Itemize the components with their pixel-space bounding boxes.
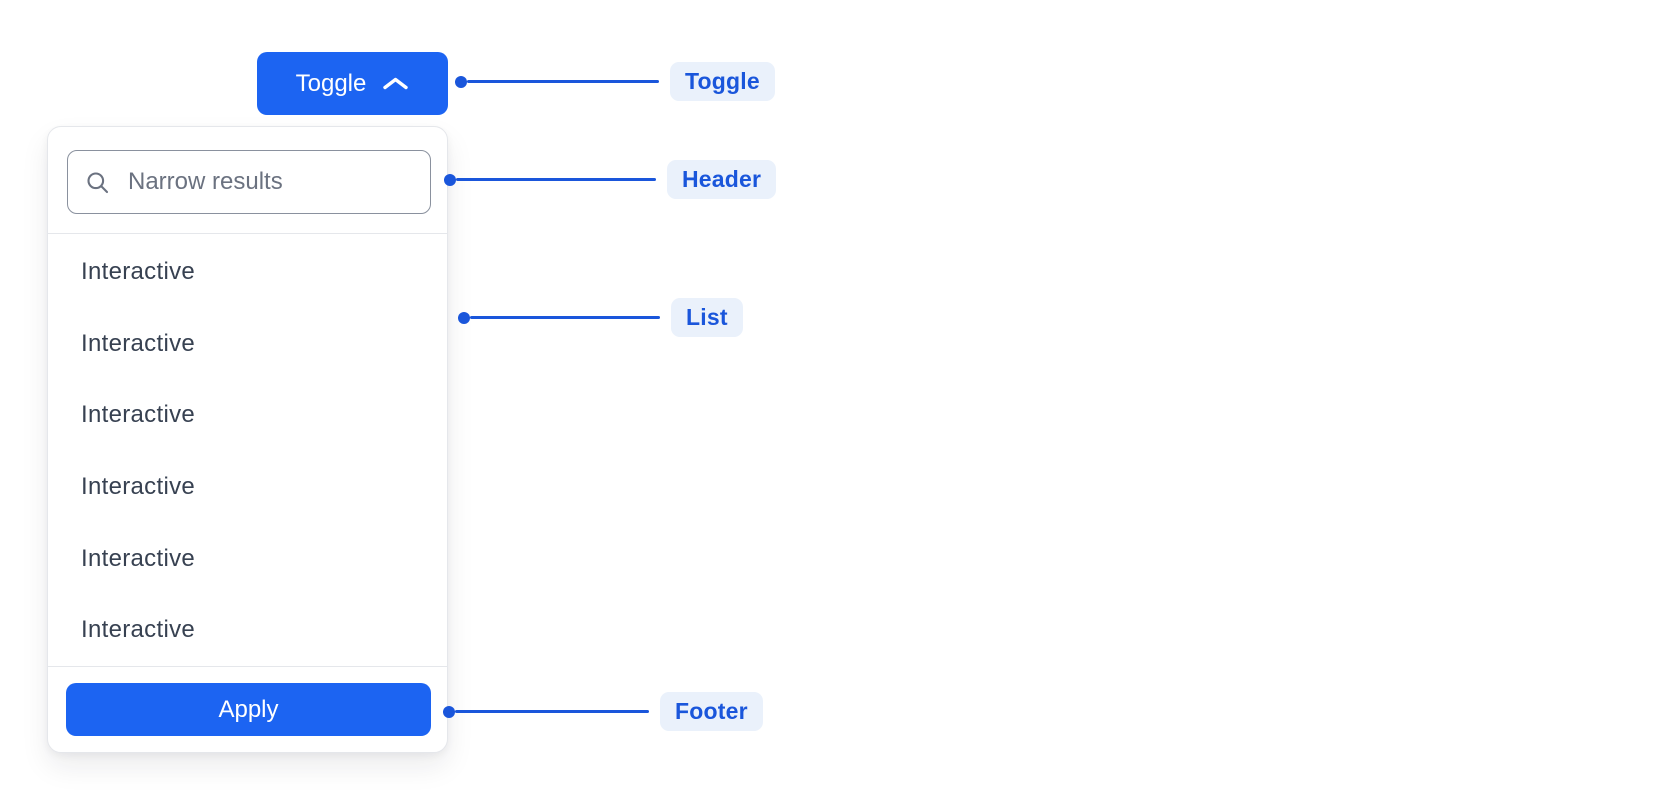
connector-line <box>455 710 649 713</box>
annotation-label-list: List <box>671 298 743 337</box>
list-item[interactable]: Interactive <box>81 329 196 357</box>
connector-dot <box>458 311 470 324</box>
connector-line <box>456 178 656 181</box>
connector-line <box>467 80 659 83</box>
footer-divider <box>48 666 447 667</box>
toggle-button-label: Toggle <box>295 69 367 97</box>
annotation-label-toggle: Toggle <box>670 62 775 101</box>
apply-button[interactable]: Apply <box>66 683 431 736</box>
annotation-list: List <box>458 298 743 337</box>
list-item[interactable]: Interactive <box>81 472 196 500</box>
list-item[interactable]: Interactive <box>81 616 196 644</box>
connector-dot <box>443 705 455 718</box>
search-icon <box>85 170 110 195</box>
connector-dot <box>444 173 456 186</box>
search-field[interactable] <box>67 150 431 214</box>
annotation-label-footer: Footer <box>660 692 763 731</box>
annotation-footer: Footer <box>443 692 763 731</box>
dropdown-list: Interactive Interactive Interactive Inte… <box>48 234 447 666</box>
annotation-label-header: Header <box>667 160 777 199</box>
dropdown-panel: Interactive Interactive Interactive Inte… <box>47 126 448 753</box>
chevron-up-icon <box>382 76 409 91</box>
dropdown-footer: Apply <box>48 667 447 752</box>
list-item[interactable]: Interactive <box>81 544 196 572</box>
toggle-button[interactable]: Toggle <box>257 52 448 115</box>
list-item[interactable]: Interactive <box>81 401 196 429</box>
annotation-toggle: Toggle <box>455 62 775 101</box>
connector-line <box>470 316 660 319</box>
header-divider <box>48 233 447 234</box>
annotation-header: Header <box>444 160 777 199</box>
search-input[interactable] <box>128 168 418 196</box>
connector-dot <box>455 75 467 88</box>
list-item[interactable]: Interactive <box>81 257 196 285</box>
dropdown-header <box>48 127 447 233</box>
